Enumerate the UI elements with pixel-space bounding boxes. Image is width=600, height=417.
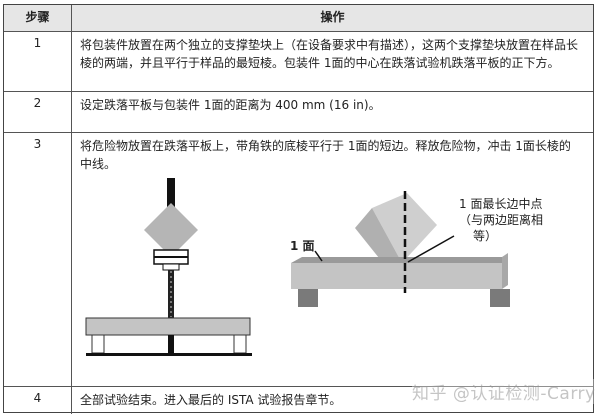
step-text: 将危险物放置在跌落平板上，带角铁的底棱平行于 1面的短边。释放危险物，冲击 1面… — [80, 139, 571, 171]
watermark: 知乎 @认证检测-Carry — [412, 379, 596, 404]
step-number: 1 — [4, 32, 72, 91]
drop-test-diagram — [85, 178, 510, 356]
callout-line: 等） — [473, 229, 498, 243]
step-number: 3 — [4, 133, 72, 386]
callout-line: 1 面最长边中点 — [459, 197, 543, 211]
step-number: 2 — [4, 92, 72, 132]
step-text: 设定跌落平板与包装件 1面的距离为 400 mm (16 in)。 — [80, 98, 381, 112]
table-header-row: 步骤 操作 — [4, 5, 593, 32]
table-row: 4 全部试验结束。进入最后的 ISTA 试验报告章节。 — [4, 387, 593, 414]
table-row: 2 设定跌落平板与包装件 1面的距离为 400 mm (16 in)。 — [4, 92, 593, 133]
header-step: 步骤 — [4, 5, 72, 31]
step-text: 全部试验结束。进入最后的 ISTA 试验报告章节。 — [80, 393, 342, 407]
face-label: 1 面 — [290, 239, 315, 253]
step-text-with-figure: 将危险物放置在跌落平板上，带角铁的底棱平行于 1面的短边。释放危险物，冲击 1面… — [72, 133, 593, 386]
drop-apparatus-figure — [85, 178, 252, 356]
impact-figure — [291, 191, 510, 307]
step-number: 4 — [4, 387, 72, 414]
table-row: 3 将危险物放置在跌落平板上，带角铁的底棱平行于 1面的短边。释放危险物，冲击 … — [4, 133, 593, 387]
step-text: 将包装件放置在两个独立的支撑垫块上（在设备要求中有描述），这两个支撑垫块放置在样… — [80, 38, 579, 70]
table-row: 1 将包装件放置在两个独立的支撑垫块上（在设备要求中有描述），这两个支撑垫块放置… — [4, 32, 593, 92]
procedure-table: 步骤 操作 1 将包装件放置在两个独立的支撑垫块上（在设备要求中有描述），这两个… — [3, 4, 594, 414]
midpoint-callout: 1 面最长边中点 （与两边距离相 等） — [459, 196, 543, 244]
callout-line: （与两边距离相 — [459, 213, 544, 227]
header-operation: 操作 — [320, 10, 345, 24]
